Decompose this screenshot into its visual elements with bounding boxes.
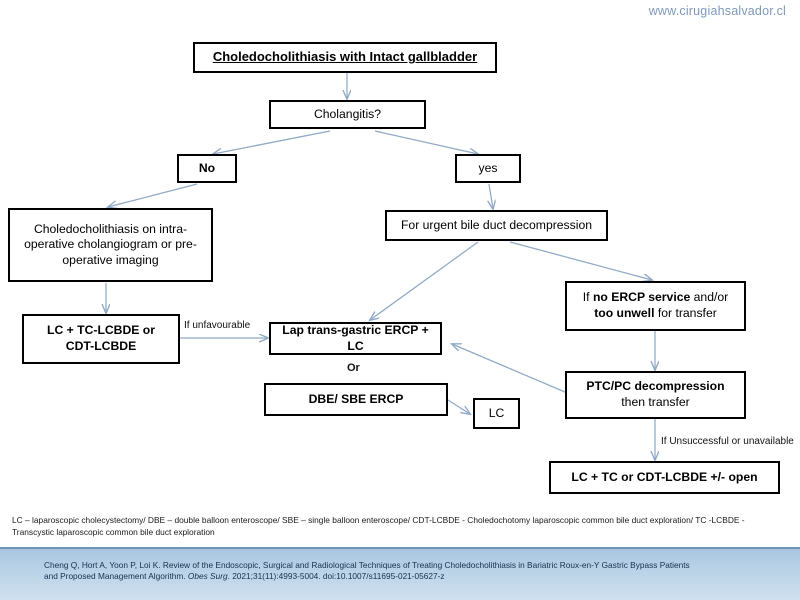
- node-lap-transgastric-ercp[interactable]: Lap trans-gastric ERCP + LC: [269, 322, 442, 355]
- node-lc-tc-line1: LC + TC-LCBDE or: [47, 323, 155, 338]
- node-lc-tc-line2: CDT-LCBDE: [65, 339, 137, 353]
- edge-label-if-unsuccessful: If Unsuccessful or unavailable: [661, 436, 794, 447]
- node-imaging-line2: operative cholangiogram or pre-: [24, 237, 197, 252]
- node-yes-label: yes: [478, 160, 498, 175]
- edge-label-if-unfavourable: If unfavourable: [184, 320, 251, 331]
- node-no-label: No: [198, 160, 216, 175]
- node-no-ercp-line2: too unwell for transfer: [573, 306, 738, 322]
- node-final-lc-tc-open[interactable]: LC + TC or CDT-LCBDE +/- open: [549, 461, 780, 494]
- no-ercp-suffix: for transfer: [654, 306, 717, 320]
- no-ercp-bold-unwell: too unwell: [594, 306, 655, 320]
- node-cholangitis-label: Cholangitis?: [313, 106, 382, 121]
- node-imaging-line3: operative imaging: [62, 252, 159, 267]
- node-ptc-pc-line2: then transfer: [621, 395, 690, 409]
- abbreviation-legend: LC – laparoscopic cholecystectomy/ DBE –…: [12, 514, 796, 538]
- node-no[interactable]: No: [177, 154, 237, 183]
- node-lc-tc-lcbde[interactable]: LC + TC-LCBDE or CDT-LCBDE: [22, 314, 180, 364]
- citation-footer: Cheng Q, Hort A, Yoon P, Loi K. Review o…: [0, 547, 800, 600]
- no-ercp-andor: and/or: [690, 290, 729, 305]
- citation-part-3: . 2021;31(11):4993-5004. doi:10.1007/s11…: [227, 570, 445, 581]
- node-lc[interactable]: LC: [473, 398, 520, 429]
- no-ercp-bold-service: no ERCP service: [592, 290, 691, 305]
- node-choledocholithiasis-imaging[interactable]: Choledocholithiasis on intra- operative …: [8, 208, 213, 282]
- citation-part-2: and Proposed Management Algorithm.: [44, 570, 188, 581]
- no-ercp-prefix: If: [582, 290, 593, 305]
- node-title-label: Choledocholithiasis with Intact gallblad…: [212, 49, 478, 65]
- node-title[interactable]: Choledocholithiasis with Intact gallblad…: [193, 42, 497, 73]
- site-url-label: www.cirugiahsalvador.cl: [648, 4, 786, 18]
- node-urgent-decompression[interactable]: For urgent bile duct decompression: [385, 210, 608, 241]
- or-label: Or: [347, 362, 360, 374]
- legend-line-2: Transcystic laparoscopic common bile duc…: [12, 527, 215, 538]
- node-ptc-pc-decompression[interactable]: PTC/PC decompression then transfer: [565, 371, 746, 419]
- node-final-label: LC + TC or CDT-LCBDE +/- open: [571, 469, 758, 484]
- citation-journal: Obes Surg: [187, 570, 228, 581]
- node-imaging-line1: Choledocholithiasis on intra-: [33, 221, 188, 236]
- node-ptc-pc-line1: PTC/PC decompression: [586, 379, 725, 394]
- node-lc-label: LC: [488, 405, 505, 420]
- citation-text: Cheng Q, Hort A, Yoon P, Loi K. Review o…: [44, 560, 774, 582]
- legend-line-1: LC – laparoscopic cholecystectomy/ DBE –…: [12, 515, 745, 525]
- citation-part-1: Cheng Q, Hort A, Yoon P, Loi K. Review o…: [44, 560, 690, 570]
- top-band: [0, 0, 800, 22]
- node-dbe-sbe-label: DBE/ SBE ERCP: [308, 391, 404, 406]
- node-yes[interactable]: yes: [455, 154, 521, 183]
- node-no-ercp-service[interactable]: If no ERCP service and/or too unwell for…: [565, 281, 746, 331]
- node-lap-transgastric-label: Lap trans-gastric ERCP + LC: [282, 322, 429, 353]
- node-no-ercp-line1: If no ERCP service and/or: [573, 290, 738, 306]
- node-dbe-sbe-ercp[interactable]: DBE/ SBE ERCP: [264, 383, 448, 416]
- node-cholangitis[interactable]: Cholangitis?: [269, 100, 426, 129]
- node-urgent-label: For urgent bile duct decompression: [400, 217, 593, 232]
